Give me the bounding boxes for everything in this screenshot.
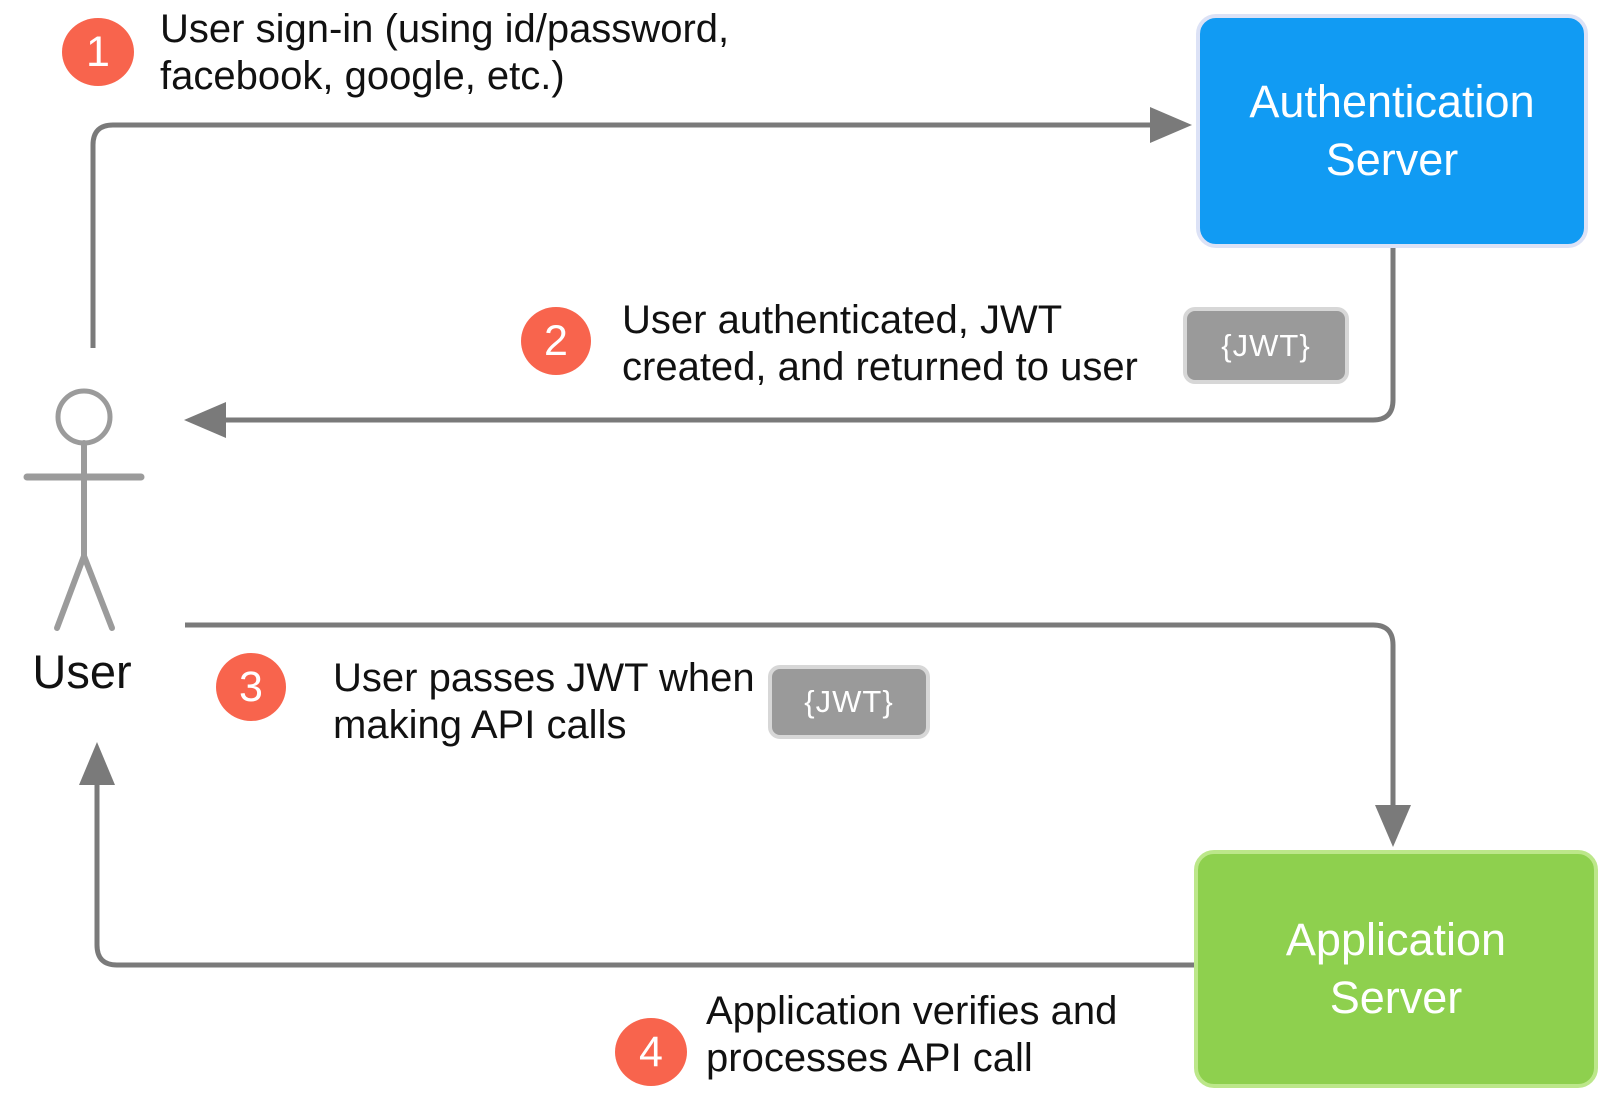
authentication-server-label-line2: Server [1325,134,1459,185]
step3-number: 3 [239,662,263,711]
stick-figure-legs [54,547,115,631]
step2-text: User authenticated, JWT created, and ret… [622,297,1138,391]
step3-text: User passes JWT when making API calls [333,655,755,749]
arrow-step2-head [184,402,226,438]
step4-marker: 4 [615,1018,687,1086]
step2-number: 2 [544,316,568,365]
user-stick-figure-icon [23,388,145,631]
jwt-token-badge-step3: {JWT} [768,665,930,739]
step4-line1: Application verifies and [706,989,1118,1033]
step2-line1: User authenticated, JWT [622,298,1063,342]
arrow-step4-head [79,742,115,785]
jwt-token-badge-step2: {JWT} [1183,307,1349,384]
step4-line2: processes API call [706,1036,1033,1080]
authentication-server-label-line1: Authentication [1249,76,1535,127]
step2-marker: 2 [521,307,591,375]
stick-figure-head [55,388,113,446]
step1-line2: facebook, google, etc.) [160,54,565,98]
arrow-step3-head [1375,805,1411,847]
step1-marker: 1 [62,18,134,86]
arrow-step1-head [1150,107,1192,143]
jwt-token-label: {JWT} [804,684,894,719]
step1-number: 1 [86,27,110,76]
step3-line1: User passes JWT when [333,656,755,700]
step4-number: 4 [639,1027,663,1076]
step4-text: Application verifies and processes API c… [706,988,1117,1082]
step3-line2: making API calls [333,703,627,747]
user-actor-label: User [18,644,146,699]
arrow-step4-line [94,785,1196,968]
jwt-token-label: {JWT} [1221,327,1311,363]
arrow-step2-line [226,242,1396,423]
step2-line2: created, and returned to user [622,345,1138,389]
step1-text: User sign-in (using id/password, faceboo… [160,6,729,100]
arrow-step3-line [185,622,1396,805]
application-server-node: Application Server [1194,850,1598,1088]
arrow-step1-line [90,122,1150,348]
user-label-text: User [32,645,132,698]
step1-line1: User sign-in (using id/password, [160,7,730,51]
step3-marker: 3 [216,653,286,721]
authentication-server-node: Authentication Server [1196,14,1588,248]
application-server-label-line1: Application [1285,914,1507,965]
application-server-label-line2: Server [1329,972,1463,1023]
